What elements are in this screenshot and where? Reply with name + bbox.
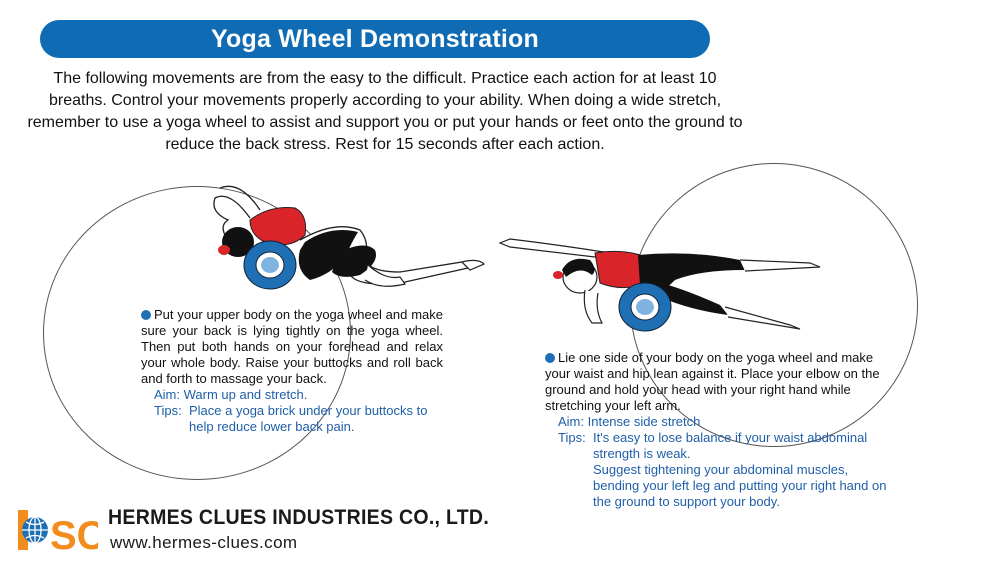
logo-letters: SC <box>50 514 98 555</box>
exercise-2-description: Lie one side of your body on the yoga wh… <box>545 350 880 413</box>
exercise-1-tips-text: Place a yoga brick under your buttocks t… <box>189 403 428 434</box>
figure-side-stretch <box>498 238 821 332</box>
exercise-1-description: Put your upper body on the yoga wheel an… <box>141 307 443 386</box>
exercise-2-tips: Tips: It's easy to lose balance if your … <box>545 430 890 510</box>
exercise-2-tip-1: It's easy to lose balance if your waist … <box>593 430 868 461</box>
exercise-2-tip-2: Suggest tightening your abdominal muscle… <box>593 462 887 509</box>
company-logo: SC <box>18 510 98 555</box>
company-website[interactable]: www.hermes-clues.com <box>110 533 298 552</box>
bullet-icon <box>545 353 555 363</box>
exercise-1-text: Put your upper body on the yoga wheel an… <box>141 307 443 435</box>
page-title: Yoga Wheel Demonstration <box>211 24 539 53</box>
figure-back-massage <box>213 185 486 290</box>
exercise-1-tips: Tips: Place a yoga brick under your butt… <box>141 403 443 435</box>
exercise-2-tips-text: It's easy to lose balance if your waist … <box>590 430 890 510</box>
exercise-2-aim: Aim: Intense side stretch <box>558 414 701 429</box>
exercise-2-text: Lie one side of your body on the yoga wh… <box>545 350 890 510</box>
title-banner: Yoga Wheel Demonstration <box>40 20 710 58</box>
company-name: HERMES CLUES INDUSTRIES CO., LTD. <box>108 506 490 529</box>
bullet-icon <box>141 310 151 320</box>
tips-label: Tips: <box>154 403 182 418</box>
exercise-1-aim: Aim: Warm up and stretch. <box>154 387 308 402</box>
intro-paragraph: The following movements are from the eas… <box>27 70 743 153</box>
decor-circle-left <box>43 186 351 480</box>
tips-label: Tips: <box>558 430 586 445</box>
